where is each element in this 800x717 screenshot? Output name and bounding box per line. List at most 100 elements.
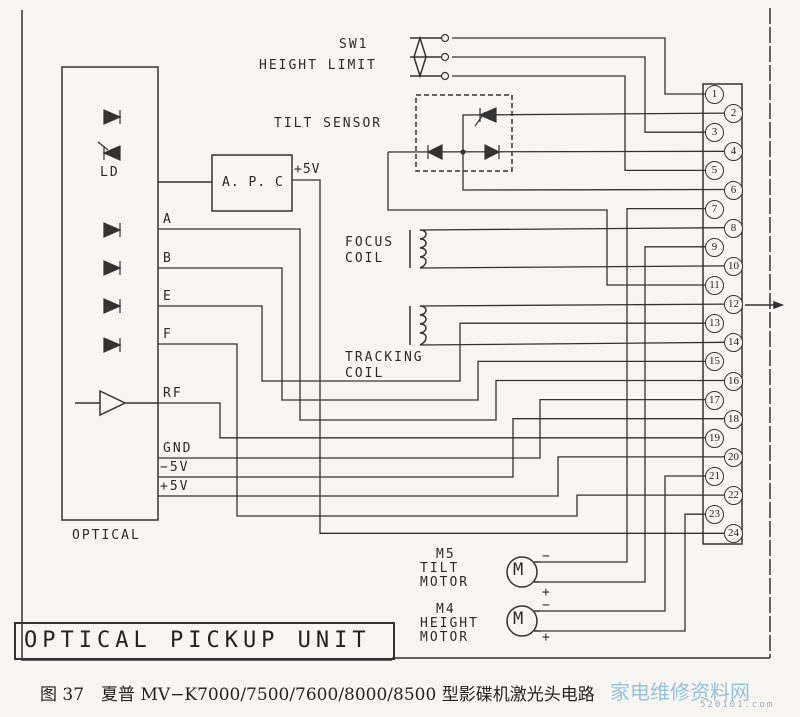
switch-symbol — [410, 35, 445, 79]
m4-symbol: M — [513, 609, 526, 629]
signal-a: A — [163, 212, 173, 227]
signal-e: E — [163, 289, 173, 304]
connector-pin-10: 10 — [724, 256, 743, 276]
tilt-sensor-label: TILT SENSOR — [274, 116, 383, 131]
outer-frame — [21, 10, 392, 661]
connector-pin-6: 6 — [724, 180, 743, 200]
connector-pin-1: 1 — [705, 85, 724, 104]
wire — [158, 418, 726, 478]
m5-motor-icon — [506, 556, 538, 588]
connector-pin-3: 3 — [705, 123, 724, 143]
connector-pin-9: 9 — [705, 237, 724, 257]
tilt-photodiode-left-icon — [426, 144, 443, 160]
focus-coil-label-2: COIL — [345, 251, 385, 266]
m5-symbol: M — [513, 560, 526, 580]
switch-terminal — [440, 33, 450, 43]
signal-rf: RF — [163, 386, 183, 401]
tilt-sensor-box — [415, 94, 513, 172]
m4-label-1: HEIGHT — [420, 616, 479, 631]
m5-label-2: MOTOR — [420, 575, 470, 590]
connector-pin-14: 14 — [724, 333, 743, 353]
m4-plus: + — [542, 630, 552, 645]
connector-pin-19: 19 — [705, 428, 724, 448]
m4-minus: − — [542, 598, 552, 613]
connector-pin-4: 4 — [724, 142, 743, 162]
connector-pin-18: 18 — [724, 409, 743, 429]
connector-pin-7: 7 — [705, 199, 724, 219]
laser-diode-icon — [97, 141, 121, 161]
wire — [452, 75, 707, 172]
wire — [540, 475, 707, 612]
output-arrow-icon — [773, 300, 785, 310]
wire — [540, 513, 707, 632]
unit-title: OPTICAL PICKUP UNIT — [14, 622, 395, 660]
connector-pin-12: 12 — [724, 295, 743, 315]
switch-label: HEIGHT LIMIT — [259, 58, 377, 73]
focus-coil-label-1: FOCUS — [345, 235, 395, 250]
wire — [452, 56, 707, 133]
photodiode-a-icon — [103, 222, 122, 238]
m4-label-2: MOTOR — [420, 630, 470, 645]
wire — [158, 305, 707, 382]
m5-plus: + — [542, 585, 552, 600]
connector-pin-20: 20 — [724, 447, 743, 467]
wire — [387, 152, 707, 286]
signal-f: F — [163, 327, 173, 342]
wire — [462, 112, 727, 152]
wire — [292, 179, 726, 534]
wire — [158, 228, 726, 421]
connector-pin-2: 2 — [724, 104, 743, 124]
wire — [387, 150, 727, 153]
wire — [158, 456, 726, 497]
ld-label: LD — [100, 165, 120, 180]
connector-pin-13: 13 — [705, 314, 724, 334]
connector-pin-5: 5 — [705, 161, 724, 181]
connector-pin-21: 21 — [705, 467, 724, 486]
tracking-coil-label-2: COIL — [345, 366, 385, 381]
wire — [452, 37, 707, 95]
watermark-logo: 家电维修资料网 — [610, 680, 750, 704]
focus-coil-icon — [409, 229, 427, 269]
wire — [419, 227, 727, 231]
amplifier-icon — [75, 389, 158, 417]
connector-pin-23: 23 — [705, 505, 724, 525]
tracking-coil-label-1: TRACKING — [345, 350, 424, 365]
tilt-photodiode-right-icon — [484, 144, 501, 160]
connector-pin-22: 22 — [724, 486, 743, 506]
figure-caption: 图 37 夏普 MV−K7000/7500/7600/8000/8500 型影碟… — [40, 685, 595, 705]
switch-terminal — [440, 52, 450, 62]
wire — [419, 303, 727, 307]
tracking-coil-icon — [409, 305, 427, 346]
optical-block — [61, 66, 159, 521]
wire — [462, 152, 727, 191]
m5-name: M5 — [436, 547, 456, 562]
connector-pin-24: 24 — [724, 524, 743, 544]
photodiode-b-icon — [103, 260, 122, 276]
wire — [540, 246, 707, 583]
photodiode-e-icon — [103, 298, 122, 314]
connector-block — [702, 83, 743, 545]
wire — [419, 265, 727, 269]
wire — [158, 402, 707, 439]
signal-pos5v: +5V — [160, 479, 190, 494]
signal-b: B — [163, 251, 173, 266]
m4-name: M4 — [436, 602, 456, 617]
wire — [158, 343, 726, 517]
tilt-led-icon — [474, 107, 497, 127]
wire — [540, 207, 707, 563]
switch-name: SW1 — [339, 37, 369, 52]
switch-terminal — [440, 71, 450, 81]
signal-gnd: GND — [163, 441, 193, 456]
optical-label: OPTICAL — [72, 528, 141, 543]
wire — [158, 267, 707, 401]
apc-supply-label: +5V — [294, 162, 321, 177]
connector-pin-15: 15 — [705, 352, 724, 372]
m5-minus: − — [542, 549, 552, 564]
connector-pin-11: 11 — [705, 276, 724, 295]
m5-label-1: TILT — [420, 561, 460, 576]
signal-neg5v: −5V — [160, 460, 190, 475]
photodiode-f-icon — [103, 337, 122, 353]
m4-motor-icon — [506, 605, 538, 637]
apc-label: A. P. C — [222, 175, 284, 190]
